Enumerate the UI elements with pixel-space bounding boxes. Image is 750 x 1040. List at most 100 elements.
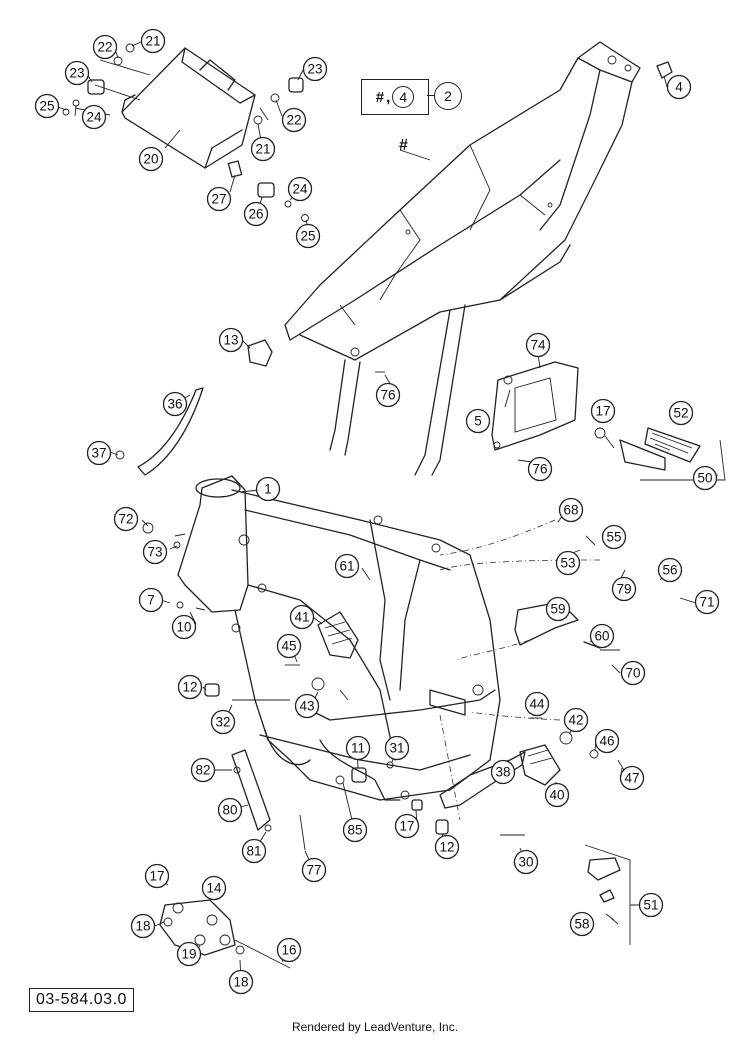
svg-text:23: 23 [69,66,84,81]
callout-4: 4 [666,74,692,100]
svg-text:70: 70 [625,666,640,681]
callout-25a: 25 [34,93,60,119]
svg-text:60: 60 [594,629,609,644]
svg-text:12: 12 [439,840,454,855]
legend-target-callout: 2 [434,82,462,110]
callout-17a: 17 [590,398,616,424]
svg-text:11: 11 [351,741,365,756]
callout-21a: 21 [140,28,166,54]
svg-text:81: 81 [246,844,261,859]
legend-comma: , [386,88,391,106]
svg-text:42: 42 [568,713,583,728]
callout-38: 38 [490,759,516,785]
svg-text:44: 44 [529,697,545,712]
callout-40: 40 [544,782,570,808]
callout-41: 41 [289,604,315,630]
callout-43: 43 [294,693,320,719]
svg-text:43: 43 [299,699,314,714]
sidestand-bracket-drawing [159,899,291,969]
drawing-number: 03-584.03.0 [29,988,134,1012]
callout-23b: 23 [302,56,328,82]
svg-text:21: 21 [145,34,160,49]
callout-22b: 22 [281,107,307,133]
callout-17c: 17 [144,863,170,889]
svg-text:27: 27 [211,192,226,207]
skid-plate-drawing [62,43,309,222]
callout-56: 56 [657,557,683,583]
svg-text:53: 53 [560,556,575,571]
callout-46: 46 [594,728,620,754]
svg-text:45: 45 [281,639,296,654]
svg-text:77: 77 [306,863,321,878]
callout-85: 85 [342,817,368,843]
spacers-bolts-drawing [204,683,449,851]
callout-45: 45 [276,633,302,659]
svg-text:17: 17 [149,869,164,884]
svg-text:31: 31 [389,741,404,756]
callout-74: 74 [525,332,551,358]
svg-text:85: 85 [347,823,362,838]
svg-text:59: 59 [550,602,565,617]
callout-25b: 25 [295,223,321,249]
callout-31: 31 [384,735,410,761]
callout-47: 47 [619,765,645,791]
assembly-guide-lines [439,519,601,821]
svg-text:74: 74 [530,338,546,353]
callout-12a: 12 [177,674,203,700]
callout-50: 50 [692,465,718,491]
legend-hash: # [375,88,385,106]
small-parts-left [115,339,273,476]
callout-55: 55 [601,524,627,550]
svg-text:61: 61 [339,559,354,574]
svg-text:72: 72 [118,512,133,527]
svg-text:18: 18 [135,919,150,934]
svg-text:71: 71 [699,595,714,610]
subframe-drawing [284,41,673,476]
svg-text:80: 80 [222,803,237,818]
svg-text:76: 76 [380,388,395,403]
legend-circled-number: 4 [392,86,415,108]
svg-text:10: 10 [176,620,191,635]
svg-text:50: 50 [697,471,712,486]
callout-73: 73 [142,539,168,565]
callout-58: 58 [569,911,595,937]
svg-text:56: 56 [662,563,677,578]
svg-text:30: 30 [518,855,533,870]
svg-text:55: 55 [606,530,621,545]
svg-text:76: 76 [532,462,547,477]
svg-text:21: 21 [255,142,270,157]
callout-17b: 17 [394,813,420,839]
svg-text:36: 36 [167,397,182,412]
callout-16: 16 [276,937,302,963]
svg-text:16: 16 [281,943,296,958]
callout-14: 14 [201,875,227,901]
callout-30: 30 [513,849,539,875]
callout-76b: 76 [527,456,553,482]
callout-61: 61 [334,553,360,579]
legend-box: #, 4 [361,79,429,115]
callout-23a: 23 [64,60,90,86]
callout-21b: 21 [250,136,276,162]
callout-59: 59 [545,596,571,622]
callout-52: 52 [668,400,694,426]
callout-24b: 24 [287,176,313,202]
callout-51: 51 [638,892,664,918]
callout-77: 77 [301,857,327,883]
callout-68: 68 [558,497,584,523]
callout-26: 26 [243,201,269,227]
callout-36: 36 [162,391,188,417]
svg-text:82: 82 [195,763,210,778]
callout-37: 37 [86,440,112,466]
callout-71: 71 [694,589,720,615]
callout-22a: 22 [92,34,118,60]
callout-11: 11 [345,735,371,761]
svg-text:22: 22 [97,40,112,55]
svg-text:52: 52 [673,406,688,421]
callout-70: 70 [620,660,646,686]
callout-leaders [57,40,719,983]
callout-20: 20 [138,146,164,172]
footer-credit: Rendered by LeadVenture, Inc. [291,1020,459,1034]
svg-text:12: 12 [182,680,197,695]
svg-text:58: 58 [574,917,589,932]
svg-text:4: 4 [675,80,683,95]
